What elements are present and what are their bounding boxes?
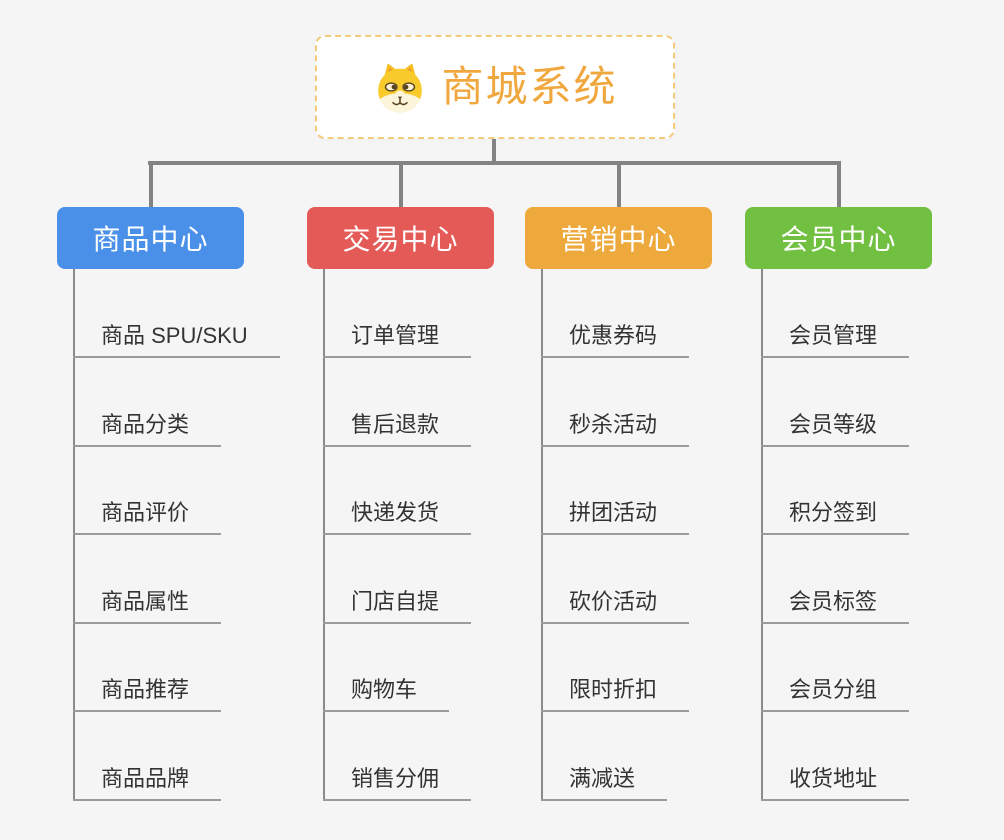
branch-trunk-line-3 [761, 269, 763, 801]
leaf-item[interactable]: 售后退款 [323, 411, 472, 447]
connector-branch-stub-0 [149, 161, 153, 207]
branch-trunk-line-1 [323, 269, 325, 801]
leaf-item[interactable]: 收货地址 [761, 765, 910, 801]
leaf-item[interactable]: 满减送 [541, 765, 668, 801]
leaf-item[interactable]: 商品评价 [73, 499, 222, 535]
leaf-item[interactable]: 会员分组 [761, 676, 910, 712]
leaf-item[interactable]: 拼团活动 [541, 499, 690, 535]
leaf-item[interactable]: 销售分佣 [323, 765, 472, 801]
leaf-item[interactable]: 积分签到 [761, 499, 910, 535]
leaf-item[interactable]: 商品品牌 [73, 765, 222, 801]
connector-branch-stub-3 [837, 161, 841, 207]
branch-trunk-line-2 [541, 269, 543, 801]
leaf-item[interactable]: 砍价活动 [541, 588, 690, 624]
connector-horizontal-bar [148, 161, 840, 165]
leaf-item[interactable]: 商品属性 [73, 588, 222, 624]
connector-root-trunk [492, 139, 496, 165]
leaf-item[interactable]: 秒杀活动 [541, 411, 690, 447]
leaf-item[interactable]: 会员标签 [761, 588, 910, 624]
connector-branch-stub-2 [617, 161, 621, 207]
leaf-item[interactable]: 门店自提 [323, 588, 472, 624]
branch-node-0[interactable]: 商品中心 [57, 207, 244, 269]
branch-trunk-line-0 [73, 269, 75, 801]
branch-node-2[interactable]: 营销中心 [525, 207, 712, 269]
leaf-item[interactable]: 商品分类 [73, 411, 222, 447]
branch-node-3[interactable]: 会员中心 [745, 207, 932, 269]
leaf-item[interactable]: 优惠券码 [541, 322, 690, 358]
root-node[interactable]: 商城系统 [315, 35, 675, 139]
leaf-item[interactable]: 快递发货 [323, 499, 472, 535]
leaf-item[interactable]: 会员管理 [761, 322, 910, 358]
connector-branch-stub-1 [399, 161, 403, 207]
leaf-item[interactable]: 会员等级 [761, 411, 910, 447]
leaf-item[interactable]: 购物车 [323, 676, 450, 712]
leaf-item[interactable]: 限时折扣 [541, 676, 690, 712]
shiba-dog-icon [378, 63, 423, 113]
leaf-item[interactable]: 商品 SPU/SKU [73, 322, 280, 358]
leaf-item[interactable]: 商品推荐 [73, 676, 222, 712]
root-title: 商城系统 [441, 63, 618, 110]
leaf-item[interactable]: 订单管理 [323, 322, 472, 358]
branch-node-1[interactable]: 交易中心 [307, 207, 494, 269]
